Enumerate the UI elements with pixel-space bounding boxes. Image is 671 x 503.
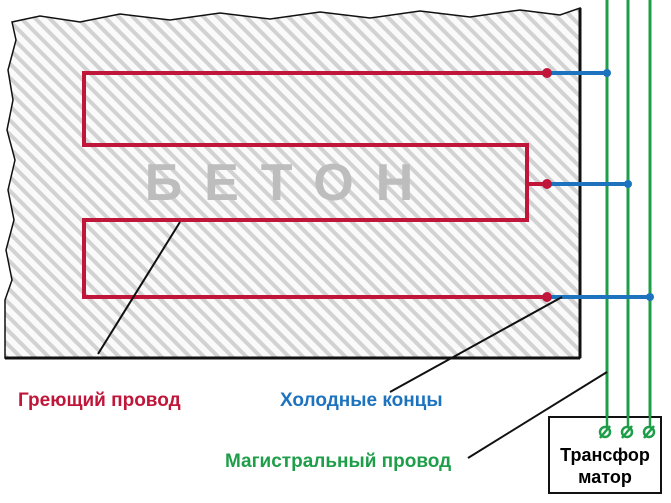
cold-ends-label: Холодные концы: [280, 390, 443, 411]
main-wire-label: Магистральный провод: [225, 451, 452, 472]
concrete-label: БЕТОН: [145, 154, 436, 212]
leader-lines: [97, 221, 608, 459]
transformer-label-1: Трансфор: [560, 445, 650, 465]
main-wires: [605, 0, 652, 428]
transformer-box: Трансфор матор: [548, 416, 662, 494]
transformer-label-2: матор: [578, 467, 632, 487]
cold-ends: [547, 71, 650, 299]
heating-wire-label: Греющий провод: [18, 390, 181, 411]
